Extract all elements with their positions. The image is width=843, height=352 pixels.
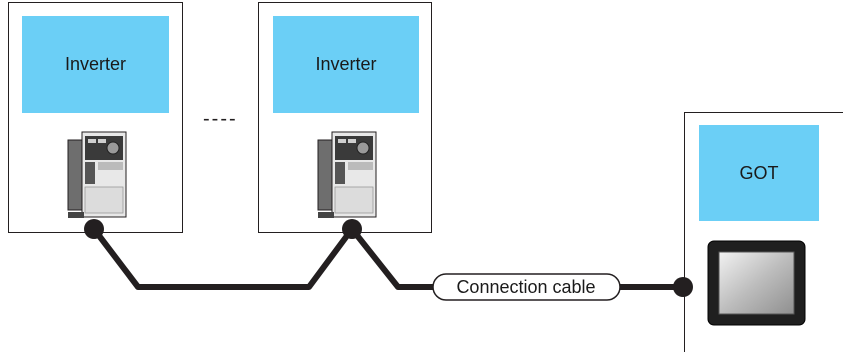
inverter-label-2: Inverter: [273, 16, 419, 113]
inverter-icon: [317, 131, 377, 218]
got-station: [684, 112, 843, 352]
inverter-label-1: Inverter: [22, 16, 169, 113]
connection-point: [84, 219, 104, 239]
connection-point: [342, 219, 362, 239]
cable-label: Connection cable: [456, 277, 595, 297]
cable-label-frame: [432, 273, 621, 301]
got-panel-icon: [707, 240, 806, 326]
connection-diagram: Connection cable: [67, 131, 806, 326]
more-inverters-ellipsis: ----: [203, 108, 238, 130]
inverter-icon: [67, 131, 127, 218]
connection-point: [673, 277, 693, 297]
got-label: GOT: [699, 125, 819, 221]
